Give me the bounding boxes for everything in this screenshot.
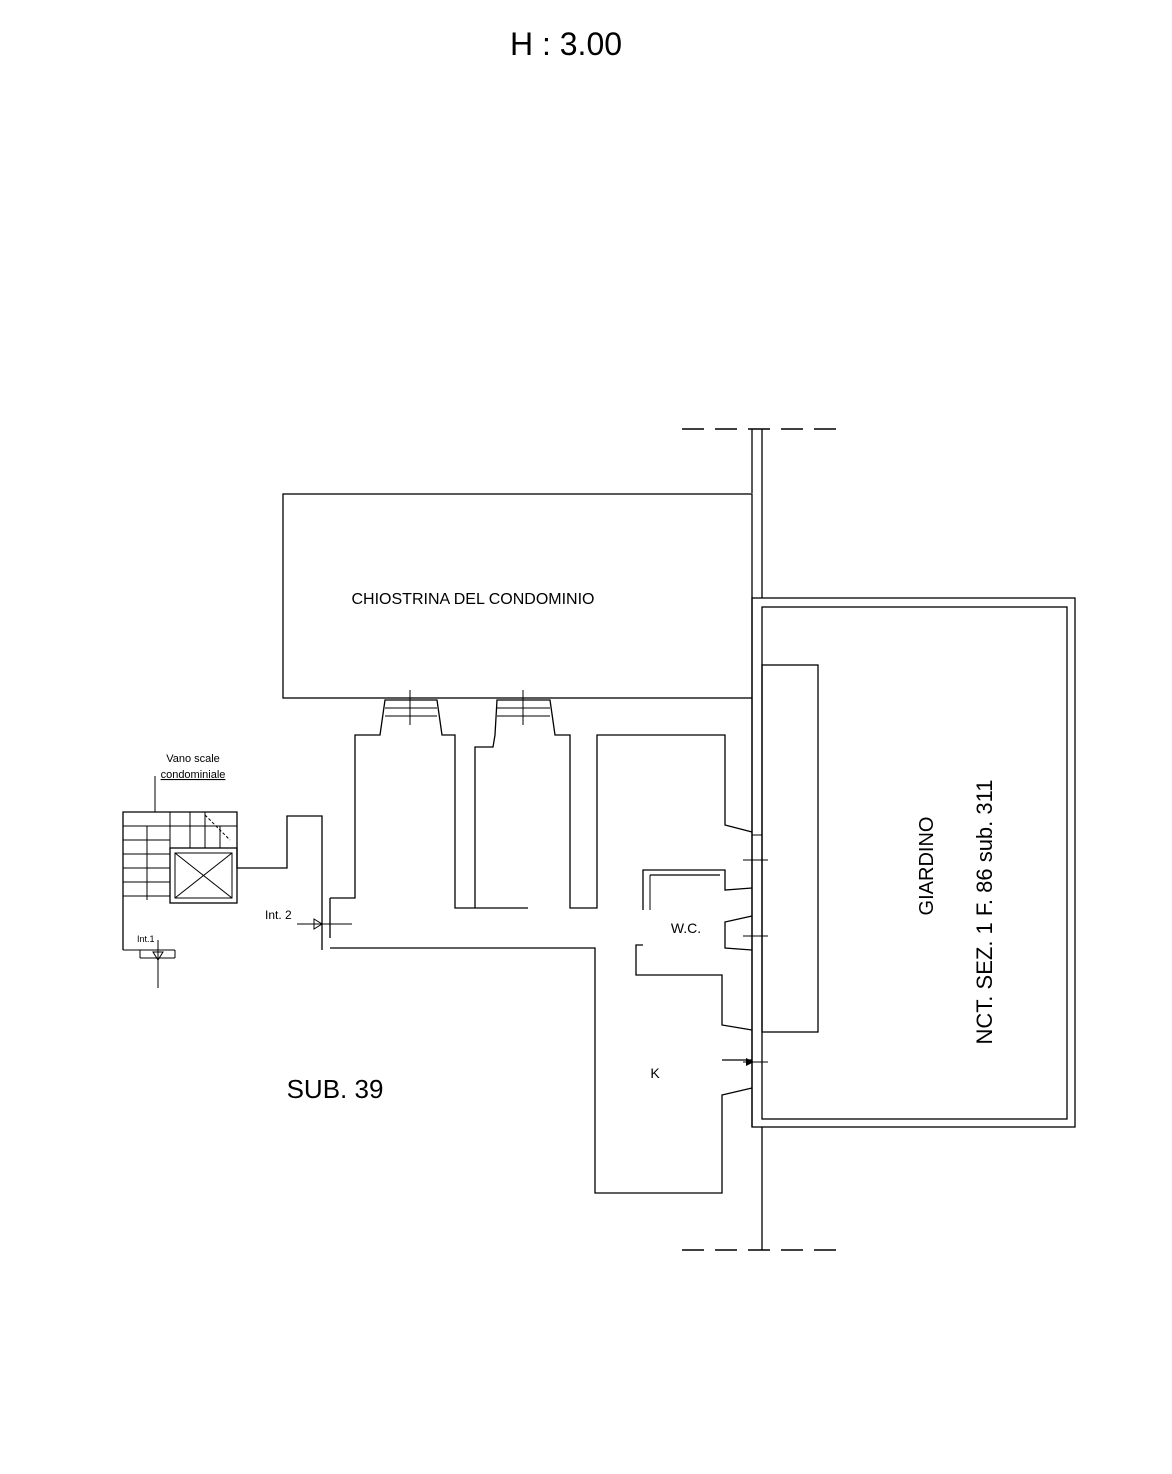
window-garden-1 [743,834,768,861]
chiostrina-label: CHIOSTRINA DEL CONDOMINIO [352,591,595,608]
stair-label-2: condominiale [161,769,226,781]
entrance-int2 [297,896,352,950]
entrance-int1 [152,940,164,988]
window-garden-3 [743,1058,768,1066]
property-boundary-bottom [682,1127,840,1251]
apartment-walls [329,698,753,1194]
sub-label: SUB. 39 [287,1074,384,1104]
entrance-int2-label: Int. 2 [265,908,292,922]
elevator-icon [169,847,238,904]
garden-cadastral-ref: NCT. SEZ. 1 F. 86 sub. 311 [972,780,997,1045]
height-label: H : 3.00 [510,26,622,62]
stairwell [122,776,323,959]
window-1 [385,690,437,725]
window-2 [497,690,550,725]
stair-label-1: Vano scale [166,753,220,765]
wc-label: W.C. [671,920,701,936]
entrance-int1-label: Int.1 [137,934,155,944]
kitchen-label: K [650,1065,660,1081]
property-boundary-top [682,428,840,598]
garden-area [751,597,1076,1128]
garden-label: GIARDINO [916,817,938,916]
chiostrina-courtyard [282,493,753,699]
